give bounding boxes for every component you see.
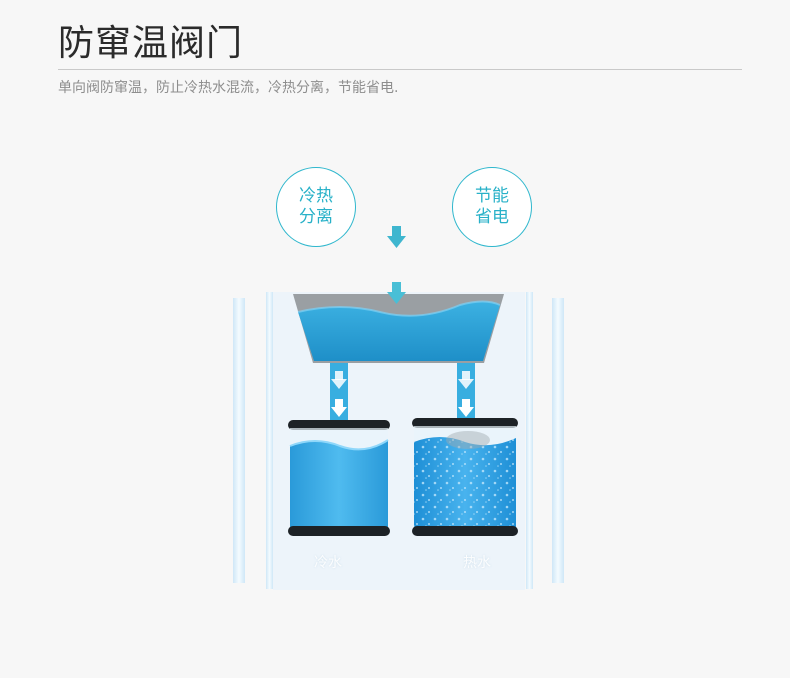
hot-water-label: 热水 [463,555,491,571]
left-outer-column [233,298,245,583]
inlet-arrow [387,226,406,248]
page-subtitle: 单向阀防窜温，防止冷热水混流，冷热分离，节能省电. [58,80,399,96]
cold-pipe [330,363,348,421]
page-title: 防窜温阀门 [58,23,244,64]
tray-water [298,301,500,361]
badge-energy-saving-text: 节能省电 [475,186,509,227]
title-divider [58,69,742,70]
cold-tank [288,420,390,536]
badge-separation-text: 冷热分离 [299,186,333,227]
badge-energy-saving: 节能省电 [452,167,532,247]
right-inner-column [526,292,533,589]
cold-pipe-arrows [331,371,347,417]
tray-arrow [387,282,406,304]
hot-tank [412,418,518,536]
badge-separation: 冷热分离 [276,167,356,247]
hot-pipe [457,363,475,421]
left-inner-column [266,292,273,589]
cold-water-label: 冷水 [314,555,342,571]
right-outer-column [552,298,564,583]
hot-pipe-arrows [458,371,474,417]
